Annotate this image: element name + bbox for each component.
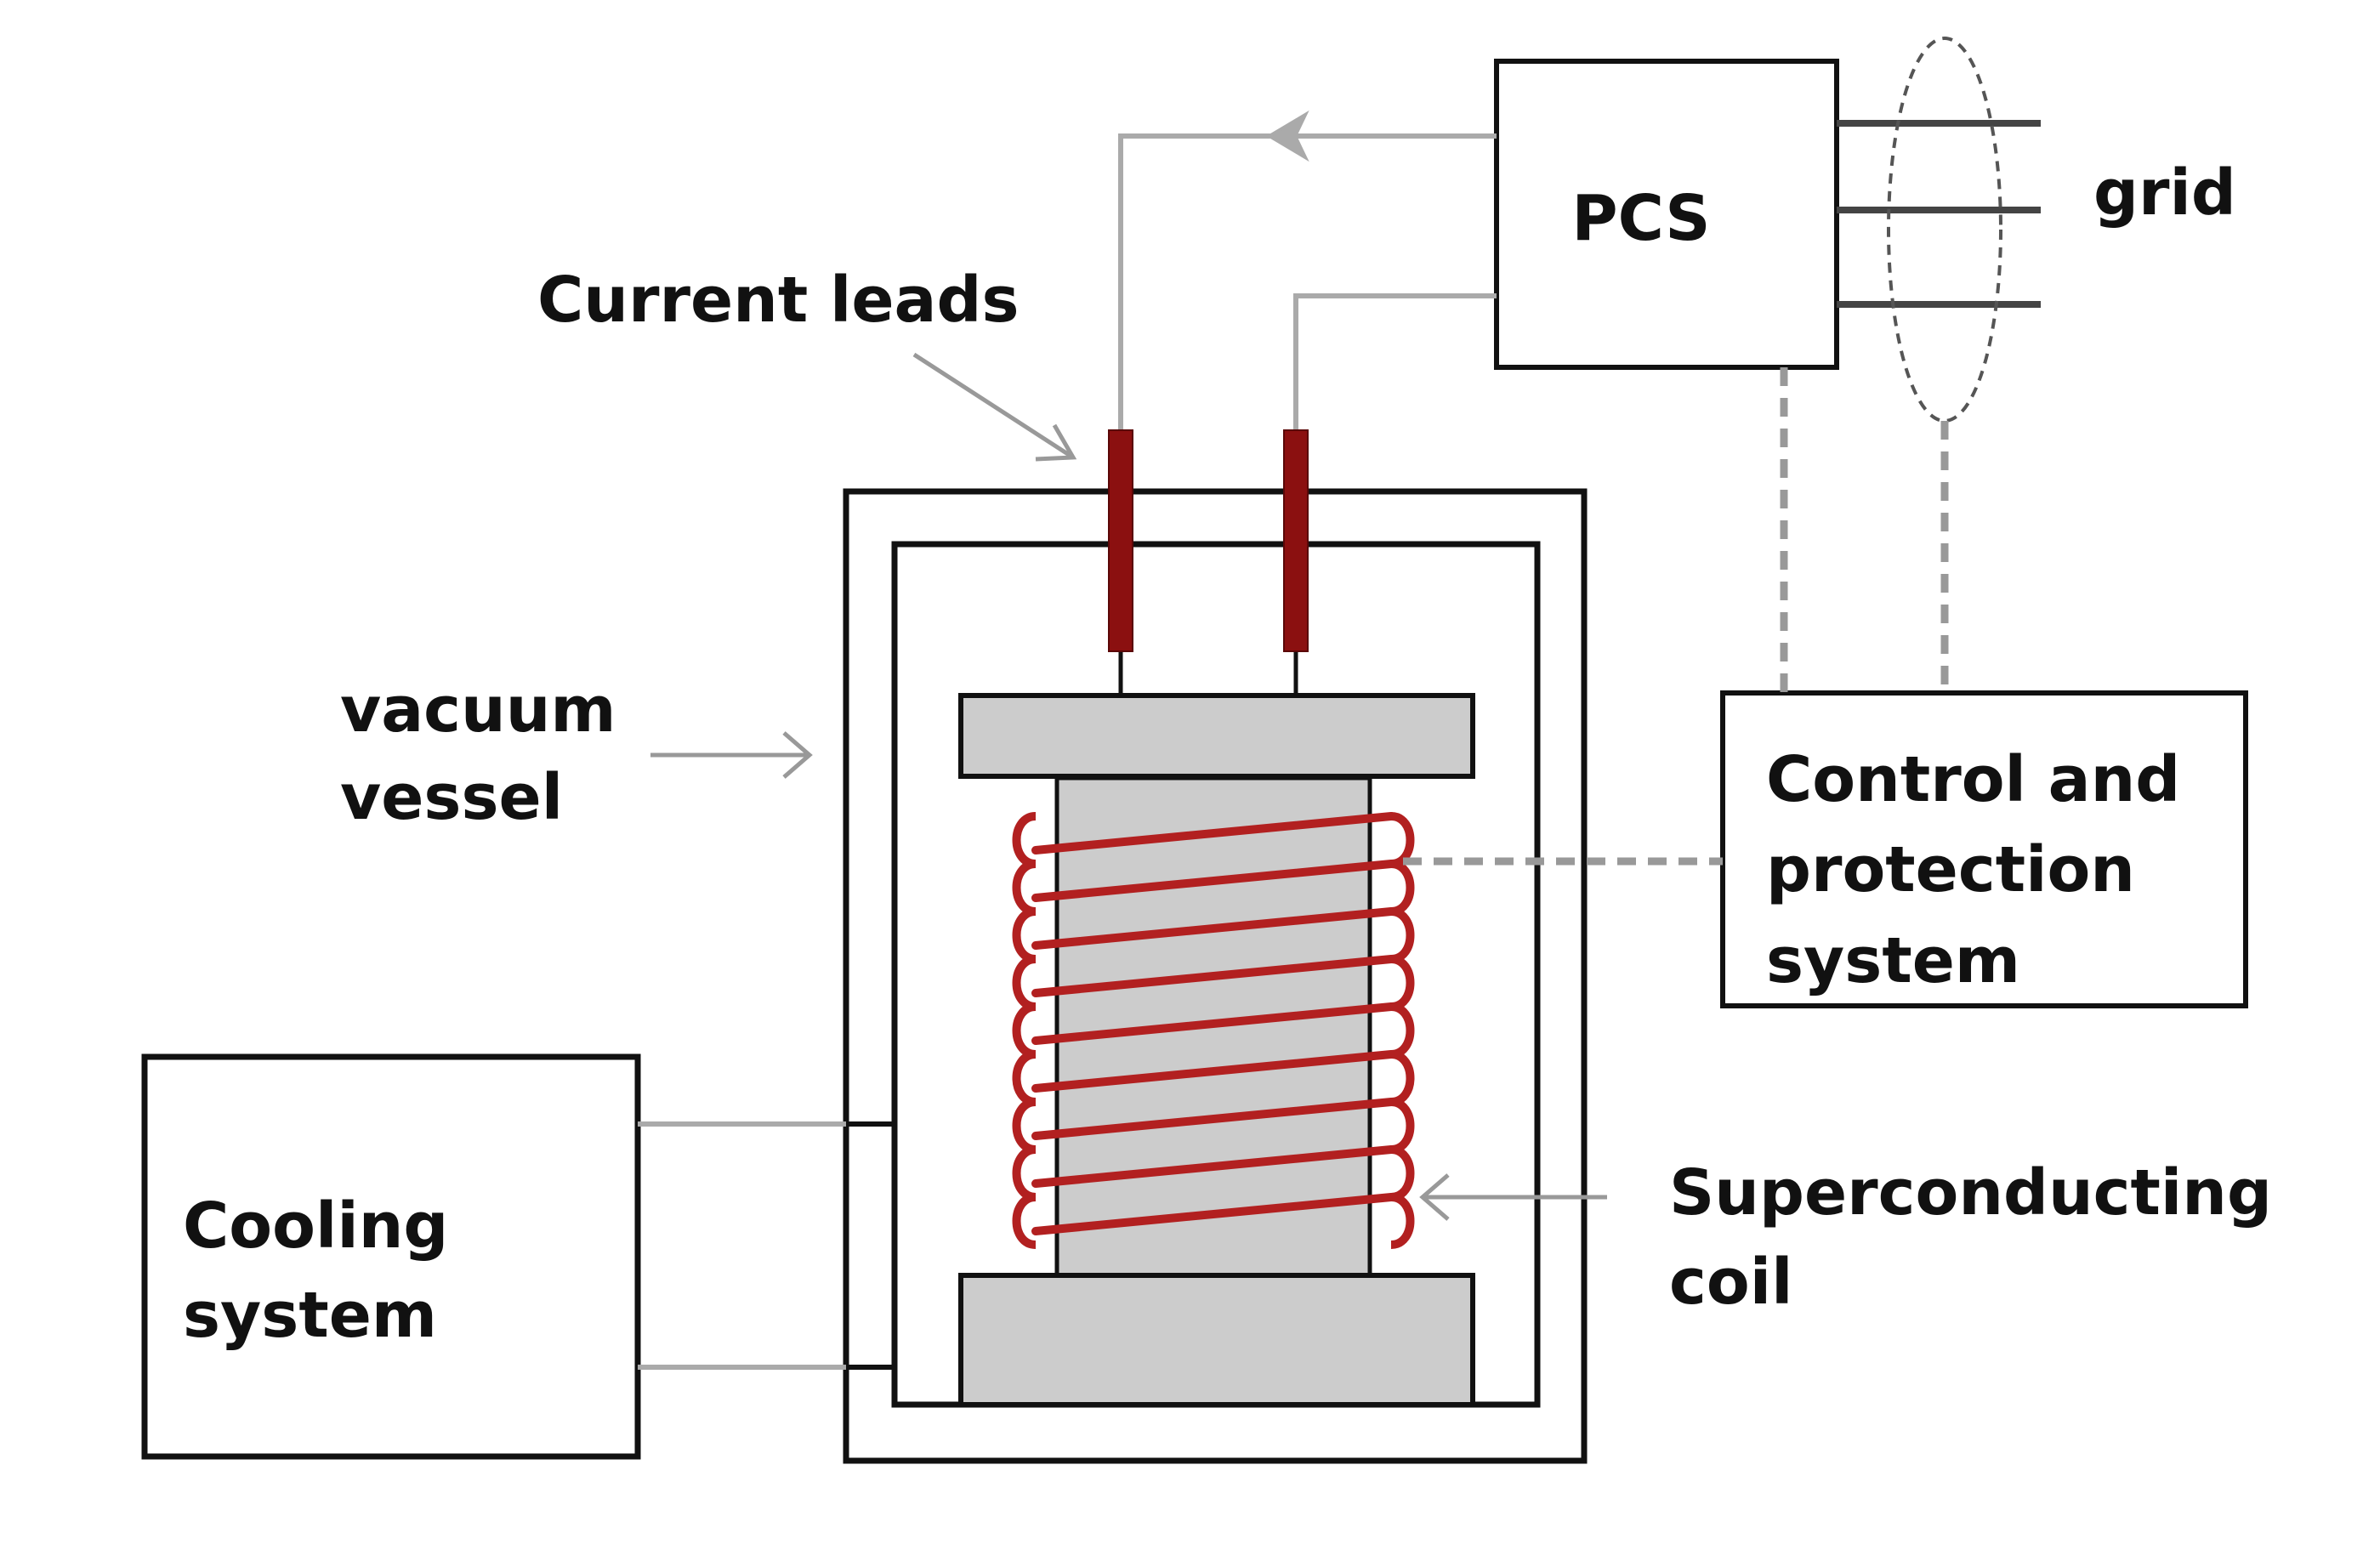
vacuum-vessel-label-line2: vessel (340, 761, 563, 834)
coil-turn-front (1031, 955, 1395, 997)
coil-turn-front (1031, 1193, 1395, 1235)
coil-turn-front (1031, 1050, 1395, 1093)
coil-turn-front (1031, 860, 1395, 902)
current-lead-right (1283, 429, 1309, 652)
current-leads-arrow-shaft (912, 352, 1075, 460)
current-lead-rods (1108, 429, 1309, 696)
control-protection-label-line1: Control and (1766, 743, 2180, 816)
current-leads-arrow-head (1035, 423, 1077, 462)
wire-arrow (1266, 110, 1309, 162)
wire-left (1118, 133, 1497, 430)
coil-turn-front (1031, 1002, 1395, 1045)
cooling-system-block: Cooling system (141, 1053, 895, 1460)
current-leads-annotation: Current leads (537, 264, 1077, 462)
coil-bend-right (1390, 1193, 1415, 1249)
grid-connection: grid (1837, 37, 2236, 423)
vacuum-vessel-arrow-head (782, 731, 813, 779)
current-leads-label: Current leads (537, 264, 1020, 337)
cooling-system-box (141, 1053, 641, 1460)
superconducting-coil-annotation: Superconducting coil (1419, 1156, 2272, 1319)
control-protection-label-line2: protection (1766, 833, 2135, 906)
control-protection-label-line3: system (1766, 924, 2020, 997)
signal-lines (1403, 367, 1949, 866)
coil-turn-front (1031, 1098, 1395, 1140)
superconducting-coil-label-line2: coil (1669, 1246, 1792, 1319)
coil-bend-left (1012, 1193, 1037, 1249)
coil-turn-front (1031, 812, 1395, 854)
grid-label: grid (2093, 156, 2236, 230)
cooling-system-label-line2: system (183, 1279, 437, 1352)
pcs-box (1494, 59, 1839, 370)
wire-right (1293, 293, 1497, 430)
bottom-flange (958, 1273, 1475, 1407)
pcs-wires (1118, 110, 1497, 430)
superconducting-coil-arrow-head (1419, 1173, 1450, 1221)
cooling-system-label-line1: Cooling (183, 1189, 448, 1263)
grid-ellipse (1887, 37, 2002, 423)
control-protection-block: Control and protection system (1720, 690, 2248, 1008)
superconducting-coil (1012, 812, 1415, 1249)
current-lead-left (1108, 429, 1133, 652)
control-protection-box (1720, 690, 2248, 1008)
superconducting-coil-label-line1: Superconducting (1669, 1156, 2272, 1229)
coil-turn-front (1031, 1145, 1395, 1188)
pcs-label: PCS (1571, 182, 1710, 255)
vacuum-vessel-annotation: vacuum vessel (340, 673, 813, 834)
vacuum-vessel-label-line1: vacuum (340, 673, 616, 747)
top-flange (958, 693, 1475, 779)
coil-turn-front (1031, 907, 1395, 950)
pcs-block: PCS (1494, 59, 1839, 370)
